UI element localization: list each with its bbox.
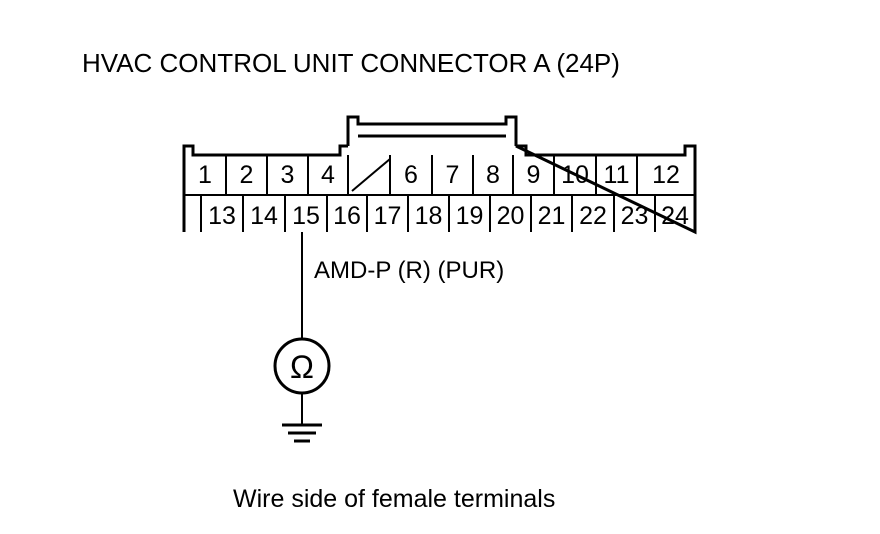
terminal-7: 7 [446, 161, 460, 189]
terminal-3: 3 [281, 161, 295, 189]
diagram-title: HVAC CONTROL UNIT CONNECTOR A (24P) [82, 48, 620, 78]
ohmmeter-icon: Ω [273, 337, 331, 395]
connector-lock-tab [346, 115, 518, 146]
terminal-2: 2 [240, 161, 254, 189]
empty-cavity-mark [351, 158, 391, 192]
terminal-23: 23 [621, 202, 649, 230]
terminal-18: 18 [415, 202, 443, 230]
terminal-17: 17 [374, 202, 402, 230]
wire-label: AMD-P (R) (PUR) [314, 257, 504, 284]
terminal-9: 9 [527, 161, 541, 189]
terminal-4: 4 [321, 161, 335, 189]
terminal-13: 13 [208, 202, 236, 230]
ground-icon [282, 423, 322, 443]
terminal-19: 19 [456, 202, 484, 230]
connector-body [182, 144, 697, 235]
terminal-22: 22 [579, 202, 607, 230]
terminal-11: 11 [604, 161, 630, 189]
terminal-24: 24 [661, 202, 689, 230]
terminal-20: 20 [497, 202, 525, 230]
terminal-10: 10 [561, 161, 589, 189]
caption: Wire side of female terminals [233, 485, 555, 513]
terminal-16: 16 [333, 202, 361, 230]
bottom-row-terminals: 13 14 15 16 17 18 19 20 21 22 23 24 [208, 202, 689, 230]
terminal-12: 12 [652, 161, 680, 189]
terminal-8: 8 [486, 161, 500, 189]
terminal-14: 14 [250, 202, 278, 230]
terminal-15: 15 [292, 202, 320, 230]
terminal-1: 1 [198, 161, 212, 189]
terminal-21: 21 [538, 202, 566, 230]
ohm-symbol: Ω [290, 349, 314, 385]
terminal-6: 6 [404, 161, 418, 189]
